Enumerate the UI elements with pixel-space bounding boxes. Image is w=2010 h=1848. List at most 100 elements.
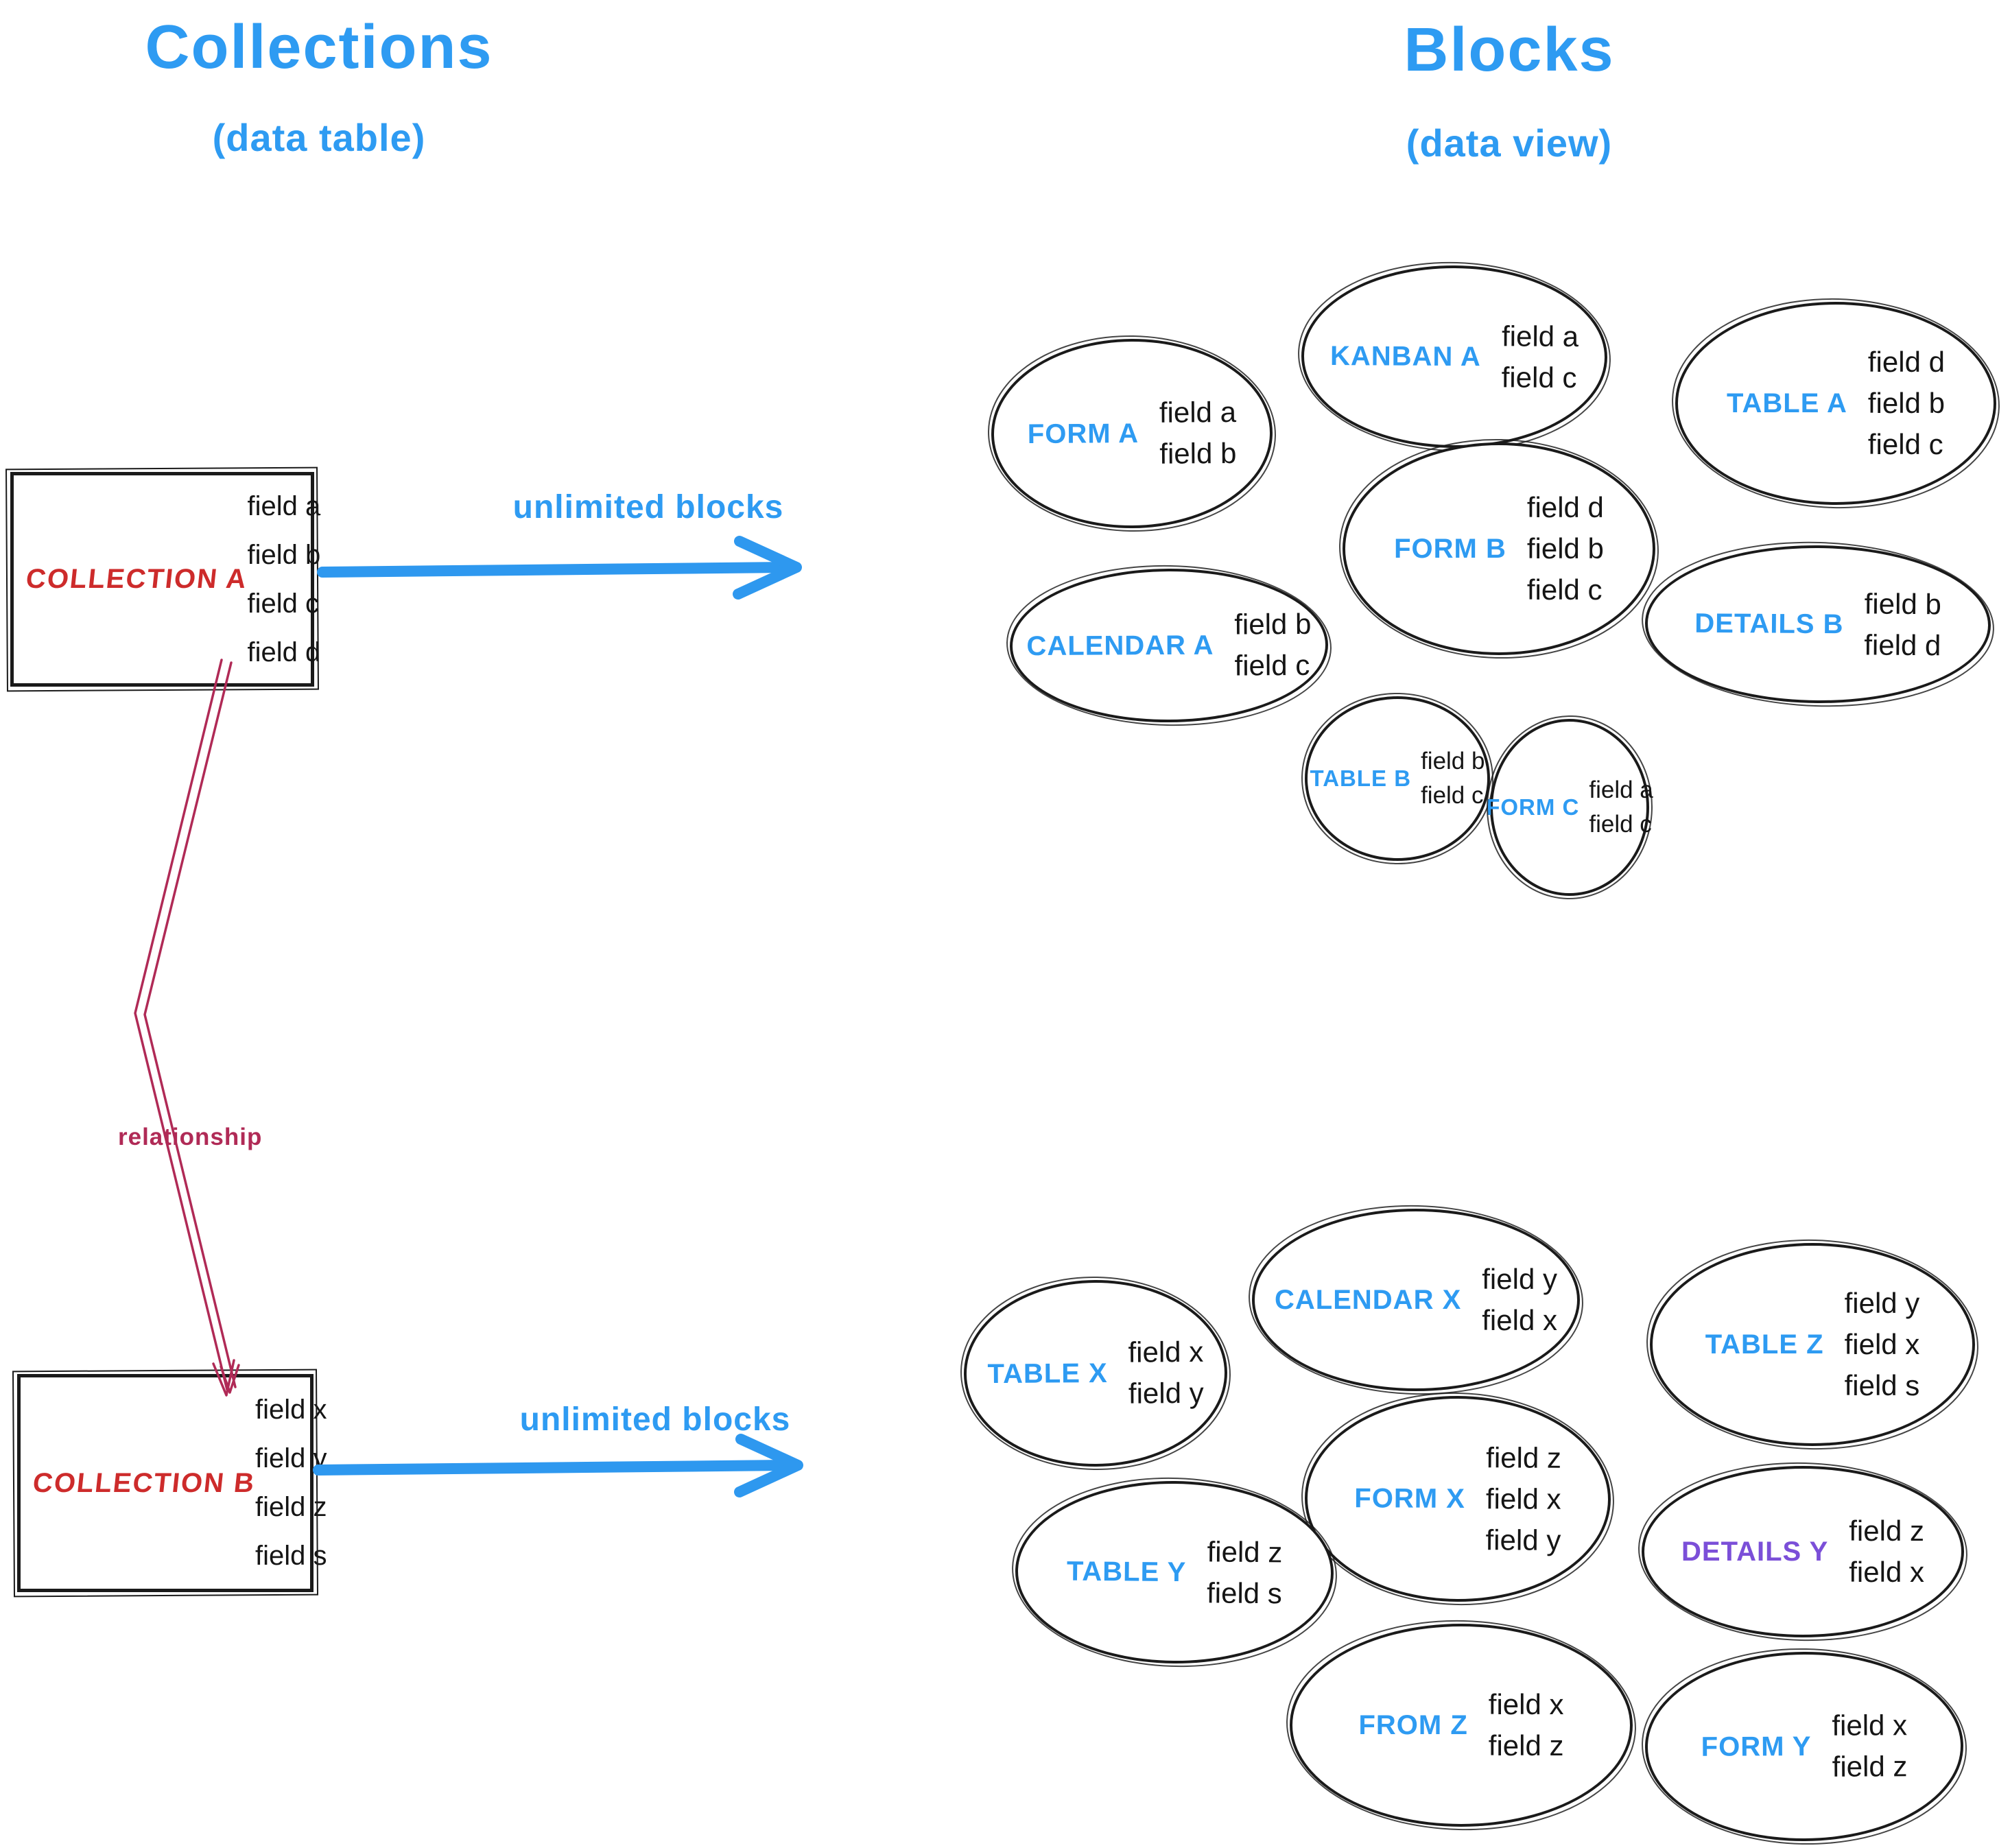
field-label: field d <box>247 637 321 667</box>
block-table-z: TABLE Z field y field x field s <box>1650 1243 1975 1446</box>
unlimited-blocks-arrow-a <box>317 536 802 600</box>
block-fields: field z field s <box>1207 1535 1283 1610</box>
block-fields: field x field z <box>1832 1709 1907 1784</box>
block-fields: field b field d <box>1864 587 1941 662</box>
field-label: field s <box>1206 1576 1283 1610</box>
collection-a-name: COLLECTION A <box>24 564 249 594</box>
block-label: KANBAN A <box>1329 340 1481 372</box>
field-label: field b <box>1864 587 1941 621</box>
relationship-label: relationship <box>118 1124 263 1150</box>
block-fields: field b field c <box>1234 608 1312 683</box>
block-fields: field d field b field c <box>1868 346 1945 461</box>
field-label: field d <box>1867 346 1945 378</box>
field-label: field d <box>1526 491 1604 523</box>
block-fields: field z field x field y <box>1485 1441 1561 1557</box>
field-label: field z <box>1832 1750 1908 1783</box>
field-label: field s <box>1844 1369 1920 1401</box>
field-label: field x <box>1832 1709 1908 1742</box>
field-label: field c <box>1867 428 1943 460</box>
field-label: field b <box>1234 607 1312 641</box>
block-label: FROM Z <box>1358 1709 1468 1740</box>
block-fields: field y field x field s <box>1845 1287 1920 1402</box>
field-label: field b <box>1867 387 1945 419</box>
field-label: field z <box>255 1492 327 1522</box>
field-label: field x <box>1485 1482 1561 1515</box>
block-fields: field x field z <box>1489 1688 1564 1762</box>
block-label: FORM B <box>1394 533 1506 564</box>
block-form-c: FORM C field a field c <box>1486 719 1653 896</box>
field-label: field c <box>1589 811 1652 838</box>
block-fields: field b field c <box>1421 748 1485 809</box>
block-label: TABLE Y <box>1066 1556 1187 1587</box>
block-from-z: FROM Z field x field z <box>1290 1624 1633 1827</box>
block-label: TABLE X <box>987 1358 1108 1389</box>
field-label: field y <box>1485 1524 1561 1556</box>
field-label: field c <box>1501 361 1577 394</box>
field-label: field c <box>247 588 320 619</box>
block-fields: field d field b field c <box>1527 491 1604 606</box>
unlimited-blocks-arrow-b <box>313 1434 803 1497</box>
field-label: field x <box>1482 1304 1557 1336</box>
collections-subtitle: (data table) <box>212 116 426 159</box>
field-label: field d <box>1864 628 1941 662</box>
relationship-arrow <box>134 659 240 1397</box>
collection-b-fields: field x field y field z field s <box>255 1395 327 1572</box>
block-label: FORM A <box>1027 418 1139 449</box>
field-label: field x <box>1488 1688 1564 1720</box>
field-label: field c <box>1234 648 1310 682</box>
block-calendar-x: CALENDAR X field y field x <box>1252 1209 1580 1391</box>
field-label: field b <box>1526 532 1604 565</box>
field-label: field y <box>1482 1263 1557 1295</box>
block-form-x: FORM X field z field x field y <box>1304 1395 1611 1603</box>
block-table-y: TABLE Y field z field s <box>1014 1479 1335 1666</box>
block-details-y: DETAILS Y field z field x <box>1642 1466 1964 1637</box>
field-label: field z <box>1488 1729 1564 1762</box>
block-label: CALENDAR X <box>1275 1284 1462 1315</box>
field-label: field y <box>255 1443 327 1473</box>
field-label: field b <box>1159 436 1237 470</box>
field-label: field y <box>1844 1287 1920 1319</box>
block-kanban-a: KANBAN A field a field c <box>1301 264 1608 449</box>
block-label: DETAILS B <box>1694 608 1844 639</box>
collection-b-name: COLLECTION B <box>31 1467 257 1498</box>
block-label: FORM X <box>1354 1482 1466 1514</box>
collections-title: Collections <box>145 13 493 82</box>
field-label: field b <box>247 539 321 570</box>
block-table-a: TABLE A field d field b field c <box>1675 302 1996 505</box>
field-label: field x <box>1844 1328 1920 1360</box>
field-label: field x <box>1849 1556 1924 1588</box>
block-fields: field a field b <box>1159 396 1237 471</box>
unlimited-blocks-label-a: unlimited blocks <box>512 489 784 525</box>
collection-a-fields: field a field b field c field d <box>248 491 321 668</box>
field-label: field z <box>1207 1535 1283 1569</box>
blocks-title: Blocks <box>1404 16 1615 84</box>
field-label: field z <box>1849 1515 1924 1547</box>
block-fields: field a field c <box>1502 320 1579 394</box>
block-form-b: FORM B field d field b field c <box>1343 442 1655 655</box>
block-details-b: DETAILS B field b field d <box>1644 544 1991 704</box>
field-label: field y <box>1128 1376 1204 1410</box>
field-label: field c <box>1421 782 1484 809</box>
collection-b-box: COLLECTION B field x field y field z fie… <box>17 1374 327 1592</box>
blocks-subtitle: (data view) <box>1406 121 1613 165</box>
block-fields: field y field x <box>1482 1263 1557 1337</box>
block-label: TABLE Z <box>1705 1329 1824 1360</box>
unlimited-blocks-label-b: unlimited blocks <box>519 1401 791 1438</box>
block-fields: field z field x <box>1849 1515 1924 1589</box>
field-label: field x <box>255 1395 327 1425</box>
block-fields: field x field y <box>1128 1336 1203 1410</box>
block-table-b: TABLE B field b field c <box>1305 696 1490 861</box>
field-label: field c <box>1526 573 1603 606</box>
block-label: CALENDAR A <box>1026 630 1214 661</box>
block-fields: field a field c <box>1589 777 1653 838</box>
field-label: field b <box>1421 748 1485 774</box>
block-label: FORM Y <box>1701 1731 1812 1762</box>
block-label: FORM C <box>1486 794 1580 820</box>
block-calendar-a: CALENDAR A field b field c <box>1009 567 1329 724</box>
field-label: field a <box>247 490 321 521</box>
block-label: TABLE B <box>1310 766 1412 791</box>
field-label: field s <box>255 1541 327 1571</box>
field-label: field a <box>1501 320 1579 353</box>
block-table-x: TABLE X field x field y <box>963 1279 1228 1468</box>
block-form-a: FORM A field a field b <box>991 337 1273 530</box>
